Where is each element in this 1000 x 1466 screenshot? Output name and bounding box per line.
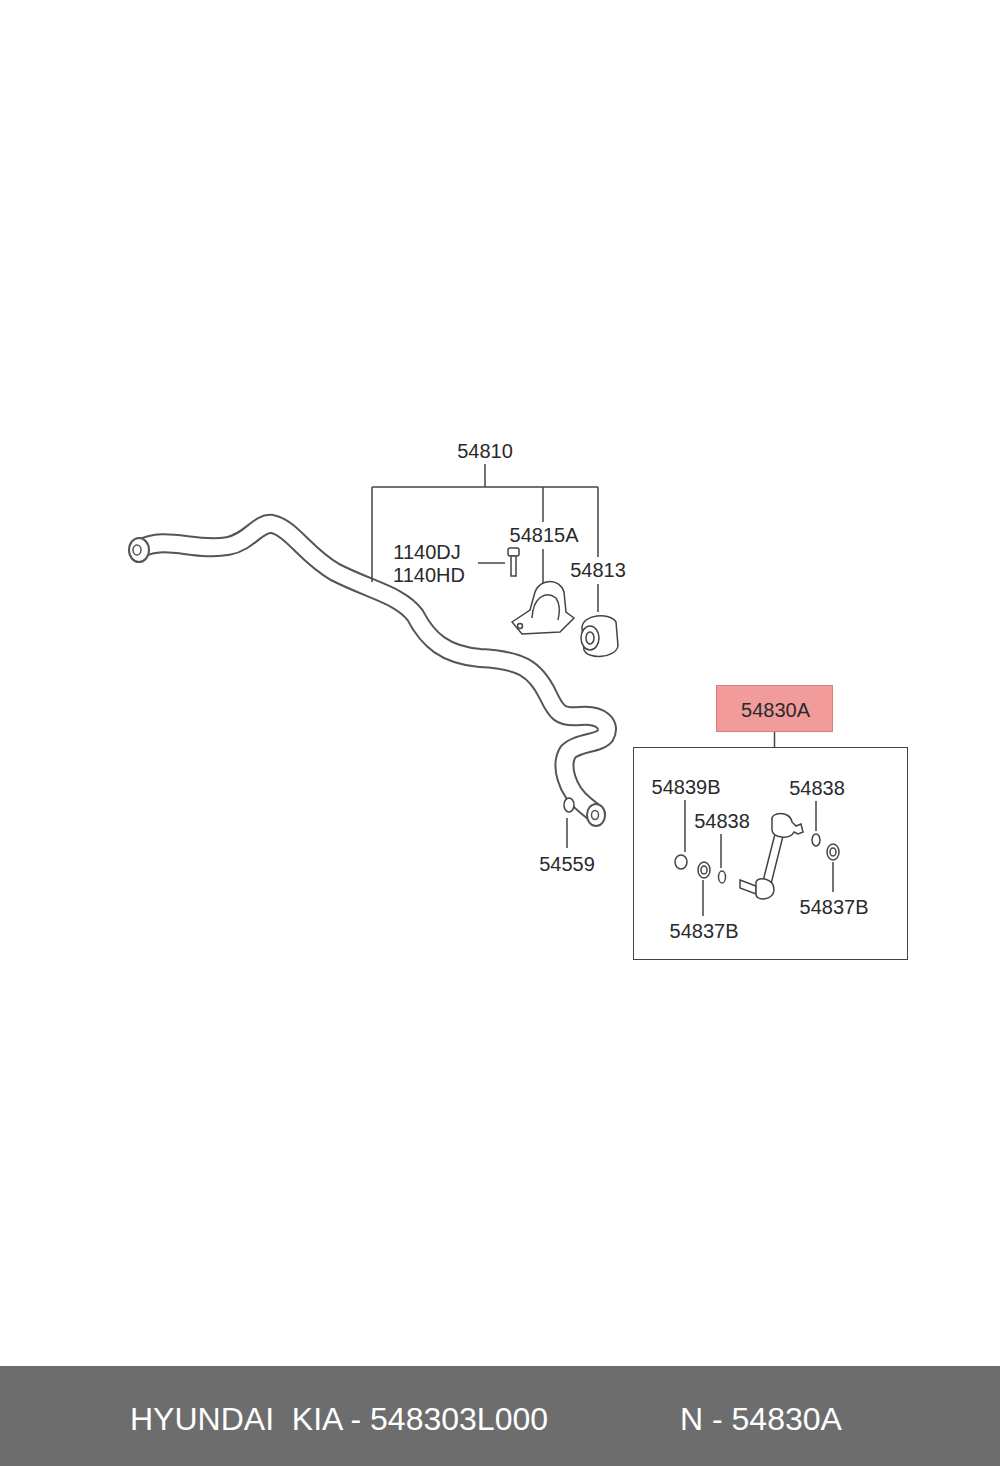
callout-number: 54838 [694, 810, 750, 832]
callout-number: 54839B [652, 776, 721, 798]
footer-band: HYUNDAI KIA - 548303L000 N - 54830A [0, 1366, 1000, 1466]
callout-number: 54559 [539, 853, 595, 875]
callout-number: 54813 [570, 559, 626, 581]
footer-text: HYUNDAI KIA - 548303L000 [130, 1402, 548, 1437]
footer-text: N - 54830A [680, 1402, 842, 1437]
callout-number: 54837B [670, 920, 739, 942]
callout-number: 1140HD [393, 564, 465, 586]
callout-number: 54837B [800, 896, 869, 918]
callout-number: 54810 [457, 440, 513, 462]
callout-number: 54815A [510, 524, 579, 546]
kit-frame: 54839B 54838 54838 54837B 54837B [633, 747, 908, 960]
callout-number: 54830A [741, 699, 810, 721]
callout-number: 54838 [789, 777, 845, 799]
leader-line [774, 732, 776, 747]
callout-number: 1140DJ [393, 541, 460, 563]
part-highlight-box: 54830A [716, 685, 833, 732]
